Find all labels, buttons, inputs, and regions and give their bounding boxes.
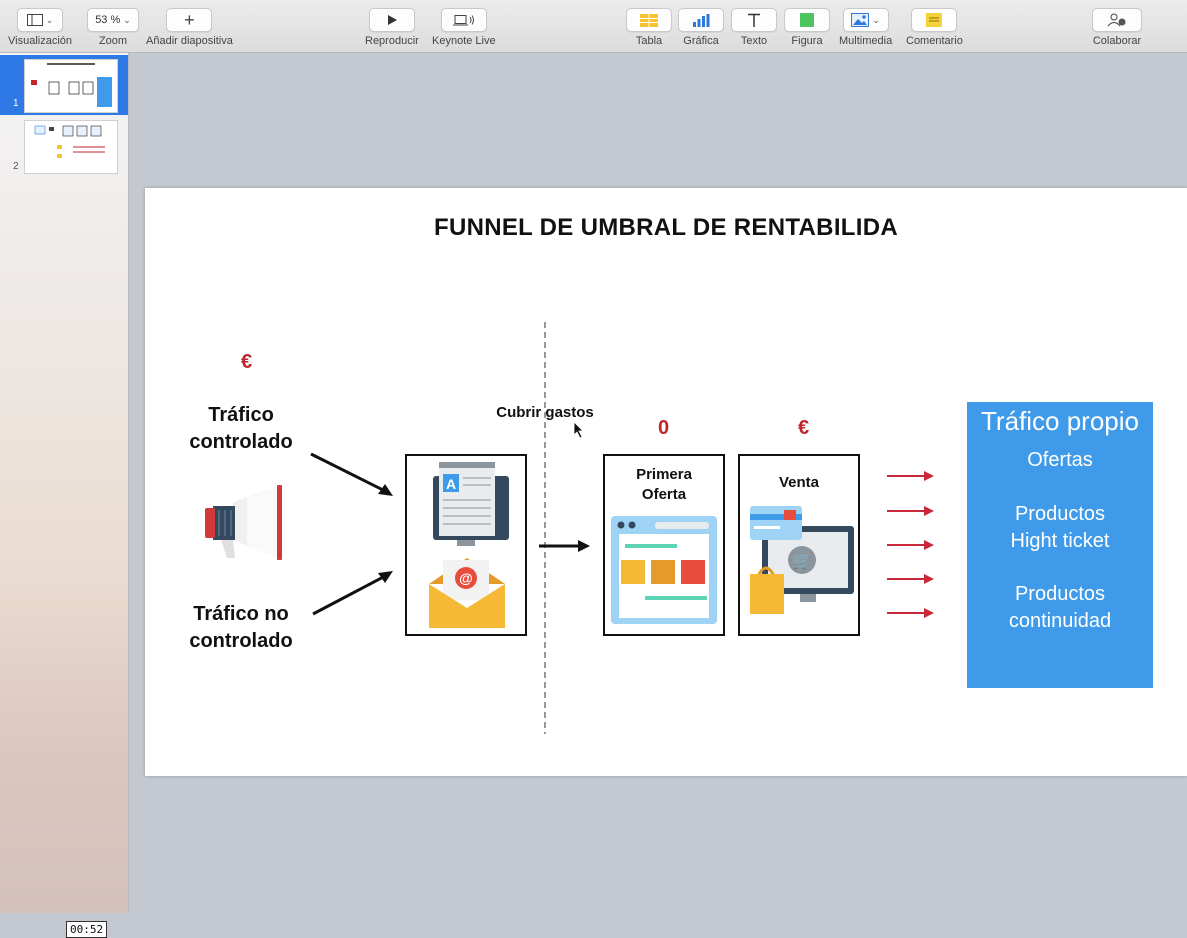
chevron-down-icon: ⌄	[872, 14, 880, 25]
red-arrow	[887, 608, 934, 618]
slide-title[interactable]: FUNNEL DE UMBRAL DE RENTABILIDA	[434, 214, 898, 241]
table-button[interactable]	[626, 8, 672, 32]
first-offer-box[interactable]: Primera Oferta	[603, 454, 725, 636]
svg-text:@: @	[459, 570, 473, 586]
red-arrows-group	[887, 471, 934, 618]
toolbar: ⌄ Visualización 53 % ⌄ Zoom + Añadir dia…	[0, 0, 1187, 53]
play-icon	[387, 15, 397, 25]
keynote-live-button[interactable]	[440, 8, 487, 32]
play-label: Reproducir	[365, 35, 419, 47]
add-slide-control[interactable]: + Añadir diapositiva	[146, 8, 233, 47]
cover-costs-label: Cubrir gastos	[496, 404, 594, 421]
own-traffic-box[interactable]: Tráfico propio Ofertas Productos Hight t…	[967, 402, 1153, 688]
slide-thumbnail-2[interactable]	[24, 120, 118, 174]
comment-label: Comentario	[906, 35, 963, 47]
euro-cost-label: €	[241, 351, 253, 373]
euro-profit-label: €	[798, 417, 810, 439]
text-t-icon	[748, 13, 760, 27]
chevron-down-icon: ⌄	[123, 14, 131, 25]
view-control[interactable]: ⌄ Visualización	[8, 8, 72, 47]
media-label: Multimedia	[839, 35, 893, 47]
red-arrow	[887, 540, 934, 550]
chart-control[interactable]: Gráfica	[678, 8, 724, 47]
text-control[interactable]: Texto	[731, 8, 777, 47]
red-arrow	[887, 471, 934, 481]
own-traffic-item: Productos continuidad	[1008, 583, 1112, 632]
mouse-cursor-icon	[573, 421, 584, 439]
collaborate-control[interactable]: Colaborar	[1092, 8, 1142, 47]
own-traffic-item: Productos Hight ticket	[1010, 503, 1110, 552]
dashed-divider	[544, 322, 546, 734]
slide-thumbnail-preview	[34, 125, 105, 158]
keynote-live-label: Keynote Live	[432, 35, 496, 47]
slide-thumbnail-1[interactable]	[24, 59, 118, 113]
bar-chart-icon	[693, 13, 710, 27]
table-label: Tabla	[635, 35, 663, 47]
view-label: Visualización	[8, 35, 73, 47]
arrow-down-right	[310, 452, 393, 496]
shape-control[interactable]: Figura	[784, 8, 830, 47]
arrow-up-right	[312, 571, 393, 616]
add-slide-label: Añadir diapositiva	[146, 35, 233, 47]
table-control[interactable]: Tabla	[626, 8, 672, 47]
uncontrolled-traffic-label: Tráfico no controlado	[189, 603, 293, 652]
megaphone-icon	[205, 485, 282, 560]
chevron-down-icon: ⌄	[45, 14, 54, 25]
ecommerce-sale-icon: 🛒	[750, 506, 854, 614]
sidebar-layout-icon	[26, 14, 43, 26]
collaborate-label: Colaborar	[1092, 35, 1142, 47]
comment-note-icon	[926, 13, 943, 27]
slide-thumbnail-preview	[31, 63, 112, 107]
slide-number: 2	[13, 161, 19, 172]
slide-number: 1	[13, 98, 19, 109]
broadcast-icon	[452, 15, 474, 26]
comment-button[interactable]	[911, 8, 958, 32]
shape-button[interactable]	[784, 8, 830, 32]
own-traffic-item: Ofertas	[1027, 449, 1093, 471]
text-button[interactable]	[731, 8, 777, 32]
svg-text:🛒: 🛒	[792, 551, 812, 570]
chart-label: Gráfica	[683, 35, 719, 47]
text-label: Texto	[740, 35, 768, 47]
comment-control[interactable]: Comentario	[906, 8, 963, 47]
table-icon	[640, 13, 658, 27]
controlled-traffic-label: Tráfico controlado	[189, 404, 293, 453]
image-icon	[851, 13, 870, 27]
keynote-live-control[interactable]: Keynote Live	[432, 8, 496, 47]
zero-cost-label: 0	[658, 417, 670, 439]
collaborate-person-icon	[1107, 13, 1126, 27]
sale-box[interactable]: Venta 🛒	[738, 454, 860, 636]
sale-label: Venta	[778, 474, 820, 491]
zoom-control[interactable]: 53 % ⌄ Zoom	[87, 8, 139, 47]
email-capture-box[interactable]: A @	[405, 454, 527, 636]
play-button[interactable]	[368, 8, 415, 32]
slide-navigator: 1 2 00:52	[0, 53, 129, 938]
video-timecode: 00:52	[66, 921, 108, 938]
play-control[interactable]: Reproducir	[365, 8, 419, 47]
red-arrow	[887, 506, 934, 516]
zoom-value: 53 %	[95, 14, 121, 26]
slide[interactable]: FUNNEL DE UMBRAL DE RENTABILIDA € Tráfic…	[145, 188, 1187, 776]
media-control[interactable]: ⌄ Multimedia	[839, 8, 892, 47]
view-button[interactable]: ⌄	[17, 8, 63, 32]
collaborate-button[interactable]	[1092, 8, 1142, 32]
zoom-label: Zoom	[98, 35, 128, 47]
svg-text:A: A	[446, 476, 456, 492]
first-offer-label: Primera Oferta	[636, 466, 692, 503]
landing-email-illustration: A @	[429, 462, 509, 628]
chart-button[interactable]	[678, 8, 724, 32]
shape-label: Figura	[791, 35, 823, 47]
arrow-to-first-offer	[539, 540, 590, 552]
square-shape-icon	[800, 13, 814, 27]
red-arrow	[887, 574, 934, 584]
zoom-select[interactable]: 53 % ⌄	[87, 8, 139, 32]
plus-icon: +	[184, 9, 195, 30]
media-button[interactable]: ⌄	[842, 8, 889, 32]
own-traffic-title: Tráfico propio	[981, 406, 1139, 436]
add-slide-button[interactable]: +	[166, 8, 213, 32]
webpage-offer-icon	[611, 516, 717, 624]
